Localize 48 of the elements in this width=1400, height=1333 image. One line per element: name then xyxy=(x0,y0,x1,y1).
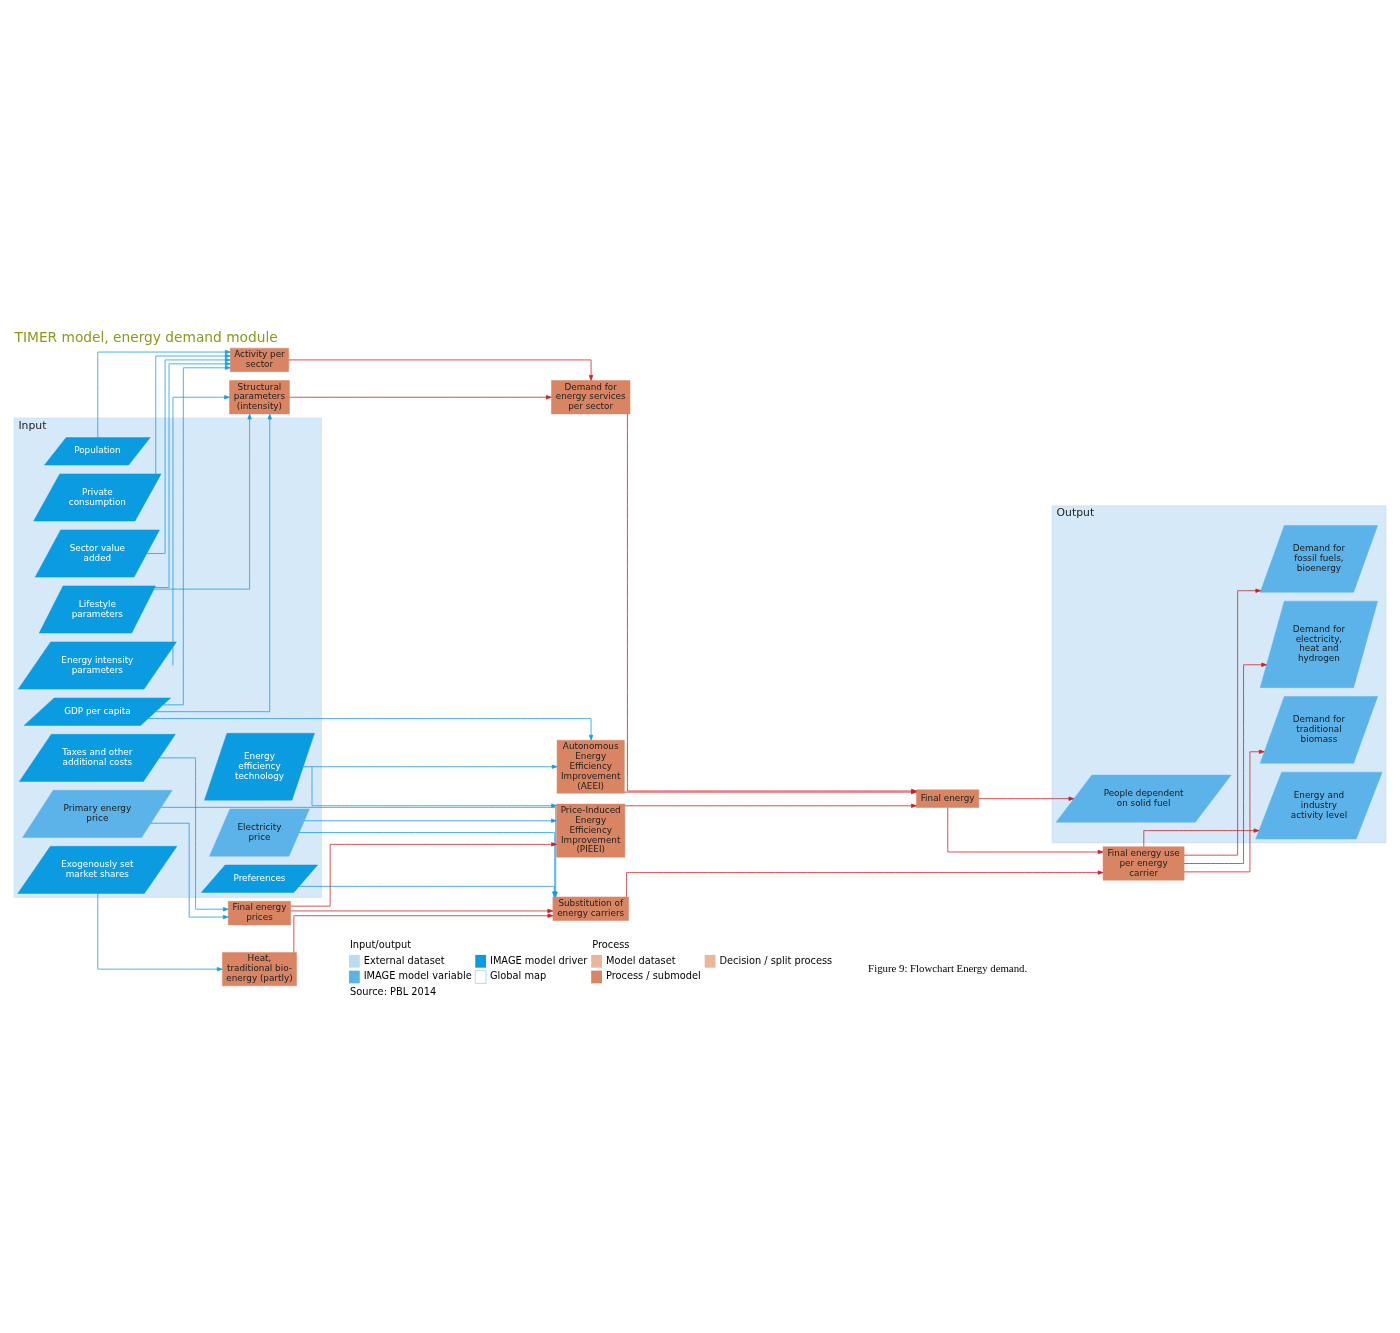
arrow xyxy=(304,818,557,823)
legend-label: External dataset xyxy=(363,954,445,966)
node-box: Price-Induced Energy Efficiency Improvement (PIEEI) xyxy=(556,803,626,858)
node-box: Final energy prices xyxy=(228,901,291,926)
arrow xyxy=(1183,588,1262,856)
arrow xyxy=(624,803,917,808)
arrow xyxy=(302,764,558,769)
arrow xyxy=(288,359,594,381)
node-box: Heat, traditional bio-energy (partly) xyxy=(222,952,297,987)
arrow xyxy=(978,796,1075,801)
node-box: Autonomous Energy Efficiency Improvement (AEEI) xyxy=(556,739,625,794)
arrow xyxy=(150,822,229,920)
arrow xyxy=(159,757,229,912)
node-box: Substitution of energy carriers xyxy=(552,896,629,921)
legend-label: Process / submodel xyxy=(605,970,701,982)
diagram-title: TIMER model, energy demand module xyxy=(14,328,278,345)
arrow xyxy=(153,413,252,590)
node-box: Demand for energy services per sector xyxy=(551,380,631,415)
arrow xyxy=(290,908,554,914)
arrow xyxy=(97,349,231,438)
arrow xyxy=(147,718,594,741)
arrow xyxy=(172,395,230,666)
arrow xyxy=(97,893,223,972)
arrow xyxy=(146,357,231,554)
node-box: Final energy xyxy=(916,789,980,808)
node-box: Final energy use per energy carrier xyxy=(1102,846,1185,881)
arrow xyxy=(1183,662,1267,864)
caption: Figure 9: Flowchart Energy demand. xyxy=(868,961,1028,974)
arrow xyxy=(155,353,231,475)
node-box: Activity per sector xyxy=(230,347,289,372)
label: Source: PBL 2014 xyxy=(349,986,437,998)
legend-label: IMAGE model driver xyxy=(489,954,588,966)
arrow xyxy=(311,766,557,808)
label: Process xyxy=(592,939,630,951)
legend-label: Model dataset xyxy=(605,954,676,966)
legend-label: Decision / split process xyxy=(719,954,833,966)
arrow xyxy=(293,913,554,953)
arrow xyxy=(154,361,231,588)
label: Input/output xyxy=(349,939,412,951)
arrow xyxy=(289,395,552,400)
arrow xyxy=(947,807,1104,855)
arrow xyxy=(162,365,231,706)
node-box: Structural parameters (intensity) xyxy=(229,380,290,415)
arrow xyxy=(155,413,272,713)
legend-label: IMAGE model variable xyxy=(363,970,472,982)
arrow xyxy=(626,870,1104,898)
legend-label: Global map xyxy=(489,970,547,982)
arrow xyxy=(1183,749,1265,873)
